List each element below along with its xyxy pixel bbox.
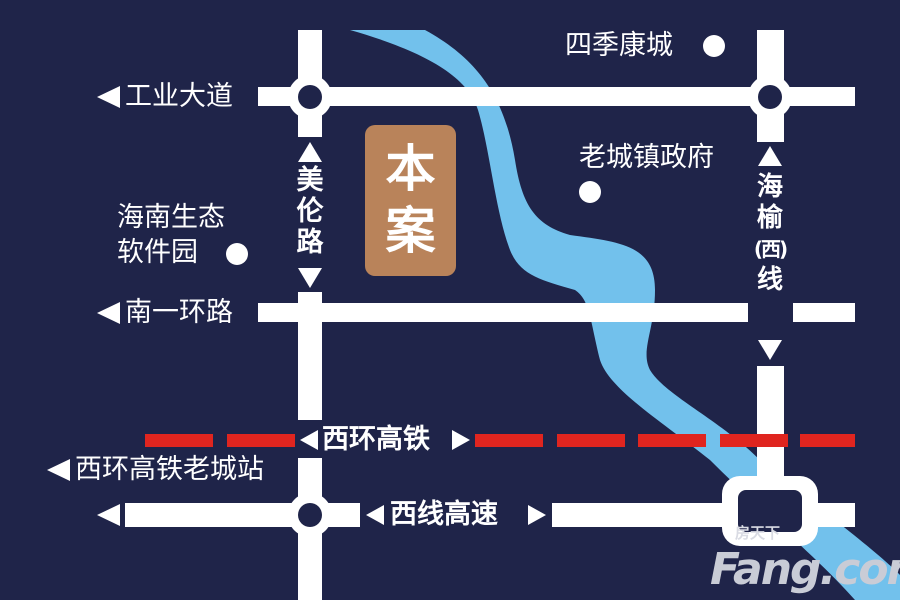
- arrow-left-icon: [97, 302, 120, 324]
- poi-label-software-2: 软件园: [117, 237, 198, 268]
- rail-label: 西环高铁: [322, 424, 430, 455]
- arrow-left-icon: [47, 459, 70, 481]
- poi-label-zhengfu: 老城镇政府: [579, 142, 714, 173]
- char: 美: [296, 165, 324, 196]
- watermark-logo: Fang.com: [710, 544, 900, 595]
- char: 路: [296, 227, 324, 258]
- arrow-left-icon: [97, 504, 120, 526]
- poi-dot: [226, 243, 248, 265]
- road-nanyihuan-east: [793, 303, 855, 322]
- road-haiyu-south: [757, 366, 784, 481]
- arrow-right-icon: [528, 505, 546, 525]
- arrow-up-icon: [758, 146, 782, 166]
- poi-label-sijikang: 四季康城: [565, 30, 673, 61]
- road-label-gongye: 工业大道: [125, 81, 233, 112]
- arrow-left-icon: [366, 505, 384, 525]
- road-label-nanyihuan: 南一环路: [125, 297, 233, 328]
- road-label-meilun: 美伦路: [293, 165, 327, 258]
- watermark-cn: 房天下: [735, 524, 781, 542]
- arrow-down-icon: [298, 268, 322, 288]
- road-gongye: [258, 87, 855, 106]
- char: 伦: [296, 196, 324, 227]
- arrow-up-icon: [298, 142, 322, 162]
- road-label-xixian: 西线高速: [390, 499, 498, 530]
- road-nanyihuan-west: [258, 303, 748, 322]
- poi-label-software-1: 海南生态: [117, 202, 225, 233]
- char: 海: [756, 172, 783, 202]
- arrow-down-icon: [758, 340, 782, 360]
- project-label: 本: [385, 140, 436, 198]
- project-marker: 本案: [365, 125, 456, 276]
- road-label-haiyu: 海榆 (西) 线: [753, 172, 788, 296]
- arrow-left-icon: [97, 86, 120, 108]
- char: (西): [753, 237, 788, 261]
- arrow-left-icon: [300, 430, 318, 450]
- rail-line: [145, 434, 855, 447]
- project-label: 案: [385, 202, 436, 260]
- char: 线: [756, 265, 783, 295]
- poi-dot: [579, 181, 601, 203]
- arrow-right-icon: [452, 430, 470, 450]
- station-label: 西环高铁老城站: [75, 454, 264, 485]
- char: 榆: [756, 203, 783, 233]
- poi-dot: [703, 35, 725, 57]
